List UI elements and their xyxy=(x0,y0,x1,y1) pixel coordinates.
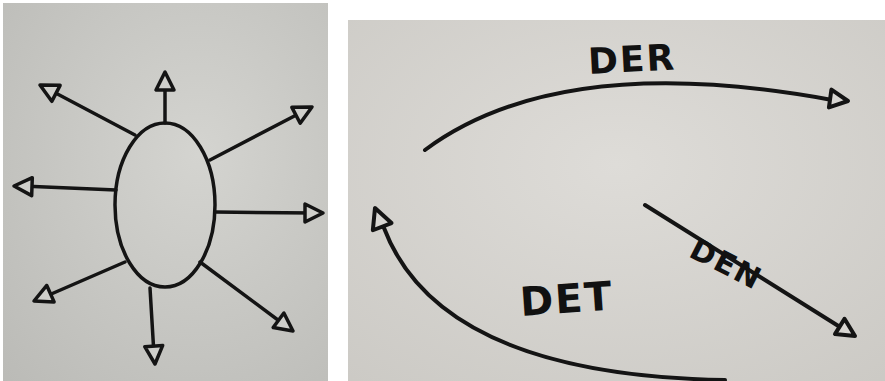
curved-arrow xyxy=(384,228,725,380)
straight-arrow xyxy=(645,205,840,327)
radiating-sketch xyxy=(22,80,314,355)
right-photo xyxy=(348,20,885,381)
arrow-heads xyxy=(366,90,860,344)
curved-arrows xyxy=(384,83,840,380)
arrow-label: DER xyxy=(587,39,677,80)
arrow-heads xyxy=(14,72,323,365)
curved-arrow xyxy=(425,83,832,150)
arrow-label: DET xyxy=(519,276,615,322)
left-photo xyxy=(3,3,328,381)
